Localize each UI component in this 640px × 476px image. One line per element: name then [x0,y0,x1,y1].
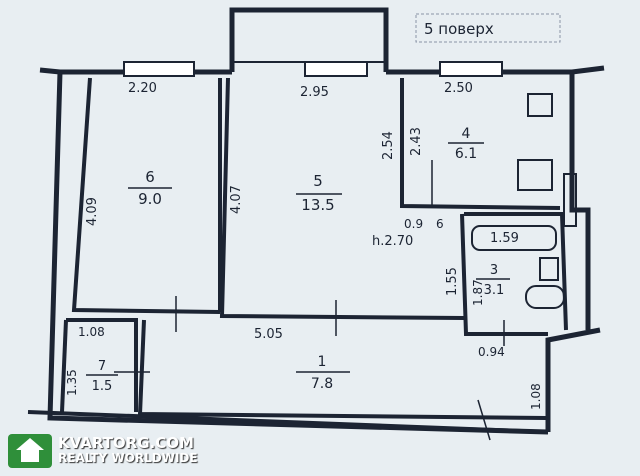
dim-kitchen-bottom: 0.9 [404,217,423,231]
room-4-area: 6.1 [455,146,477,162]
dim-room5-height: 4.07 [229,185,244,214]
dim-room6-width: 2.20 [128,81,157,96]
interior-walls [27,77,568,434]
balcony [231,9,387,63]
dim-room7-height: 1.35 [65,369,79,396]
floor-note: 5 поверх [424,20,494,38]
room-5-area: 13.5 [301,196,334,214]
dim-kitchen-door: 6 [436,217,444,231]
dim-room5-width: 2.95 [300,85,329,100]
dim-hall-width: 5.05 [254,327,283,342]
dim-kitchen-width: 2.50 [444,81,473,96]
room-6-number: 6 [145,168,155,186]
bathroom-fixtures [471,225,565,309]
room-3-number: 3 [490,263,498,278]
watermark-site: KVARTORG.COM [58,434,194,452]
room-7-area: 1.5 [92,379,113,394]
room-1-number: 1 [318,354,327,370]
room-7-number: 7 [98,359,106,374]
room-4-number: 4 [462,126,471,142]
room-3-area: 3.1 [484,283,505,298]
dim-room6-height: 4.09 [85,197,100,226]
dim-bath-width: 1.59 [490,231,519,246]
dim-bath-height: 1.87 [471,279,485,306]
room-5-number: 5 [313,172,323,190]
room-1-area: 7.8 [311,376,333,392]
windows [123,61,503,77]
ceiling-height: h.2.70 [372,234,413,249]
watermark-tagline: REALTY WORLDWIDE [58,451,198,465]
watermark-text: KVARTORG.COM REALTY WORLDWIDE [58,436,198,466]
house-logo-icon [8,434,52,468]
dim-kitchen-right: 2.43 [409,127,424,156]
dim-bath-bottom: 0.94 [478,345,505,359]
area-underlines [86,142,510,376]
dim-kitchen-left: 2.54 [381,131,396,160]
dim-hall-height: 1.55 [445,267,460,296]
kitchen-fixtures [517,93,577,227]
doors [114,160,505,441]
dim-room7-width: 1.08 [78,325,105,339]
room-6-area: 9.0 [138,190,162,208]
dim-entry-height: 1.08 [529,383,543,410]
floor-note-frame [415,13,561,43]
watermark: KVARTORG.COM REALTY WORLDWIDE [8,434,198,468]
